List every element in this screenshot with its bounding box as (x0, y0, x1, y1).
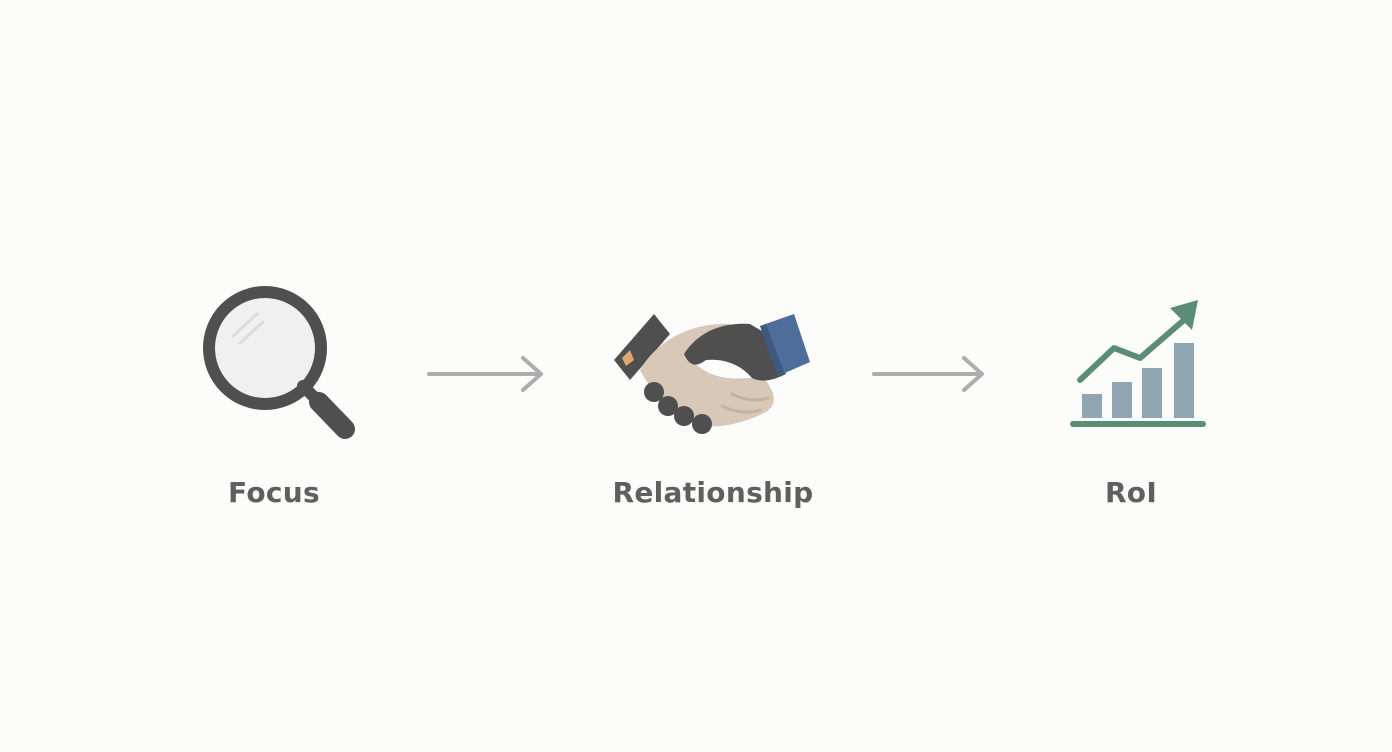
growth-chart-icon (1070, 300, 1206, 427)
step-label-roi: RoI (1104, 476, 1158, 509)
handshake-icon (614, 314, 810, 434)
step-label-focus: Focus (228, 476, 320, 509)
magnifying-glass-icon (203, 286, 355, 439)
step-label-relationship: Relationship (612, 476, 814, 509)
arrow-right-icon (427, 356, 543, 392)
arrow-right-icon (872, 356, 984, 392)
